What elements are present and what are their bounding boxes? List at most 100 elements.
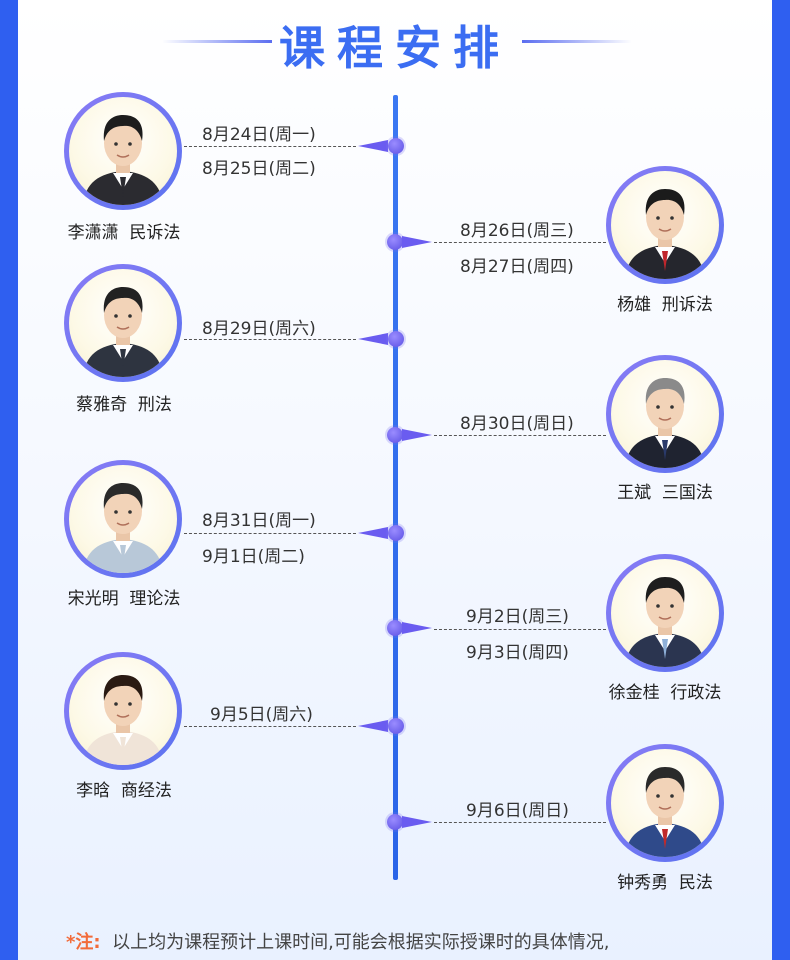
eye [656, 216, 660, 220]
eye [656, 405, 660, 409]
face [646, 383, 684, 429]
avatar [606, 554, 724, 672]
footnote-text: 以上均为课程预计上课时间,可能会根据实际授课时的具体情况, [112, 932, 610, 953]
face [104, 488, 142, 534]
timeline-node-icon [387, 234, 403, 250]
timeline-node-icon [387, 620, 403, 636]
timeline-node-icon [388, 331, 404, 347]
face [646, 582, 684, 628]
footnote-mark: *注: [66, 932, 101, 953]
tie [662, 251, 668, 271]
eye [656, 604, 660, 608]
date-label: 8月29日(周六) [202, 319, 316, 339]
connector-line [434, 629, 606, 630]
hair [103, 287, 143, 313]
teacher-name: 宋光明 理论法 [67, 589, 181, 609]
tie [120, 177, 126, 197]
page-title: 课程安排 [279, 21, 511, 75]
timeline-line [393, 95, 398, 880]
avatar [64, 652, 182, 770]
teacher-name: 李潇潇 民诉法 [67, 223, 181, 243]
teacher-name: 王斌 三国法 [617, 483, 713, 503]
pointer-arrow-icon [402, 622, 432, 634]
hair [103, 483, 143, 509]
mouth [658, 616, 672, 620]
hair [645, 378, 685, 404]
pointer-arrow-icon [358, 720, 388, 732]
tie [120, 737, 126, 757]
face [646, 194, 684, 240]
eye [114, 314, 118, 318]
eye [670, 405, 674, 409]
teacher-name: 蔡雅奇 刑法 [76, 395, 172, 415]
eye [128, 142, 132, 146]
date-label: 8月25日(周二) [202, 159, 316, 179]
avatar [64, 460, 182, 578]
hair [645, 577, 685, 603]
avatar [64, 92, 182, 210]
teacher-portrait [625, 767, 705, 857]
timeline-node-icon [388, 718, 404, 734]
tie [120, 349, 126, 369]
timeline-node-icon [388, 138, 404, 154]
pointer-arrow-icon [358, 527, 388, 539]
teacher-name: 杨雄 刑诉法 [617, 295, 713, 315]
teacher-portrait [83, 675, 163, 765]
date-label: 8月30日(周日) [460, 414, 574, 434]
pointer-arrow-icon [358, 140, 388, 152]
connector-line [434, 242, 606, 243]
connector-line [184, 146, 356, 147]
tie [662, 639, 668, 659]
date-label: 8月26日(周三) [460, 221, 574, 241]
date-label: 8月31日(周一) [202, 511, 316, 531]
pointer-arrow-icon [402, 236, 432, 248]
connector-line [434, 435, 606, 436]
eye [128, 510, 132, 514]
eye [128, 702, 132, 706]
teacher-portrait [83, 287, 163, 377]
date-label: 8月24日(周一) [202, 125, 316, 145]
teacher-portrait [83, 115, 163, 205]
face [104, 680, 142, 726]
connector-line [434, 822, 606, 823]
teacher-portrait [625, 577, 705, 667]
timeline-node-icon [387, 427, 403, 443]
mouth [116, 154, 130, 158]
mouth [658, 228, 672, 232]
face [646, 772, 684, 818]
eye [670, 604, 674, 608]
date-label: 9月3日(周四) [466, 643, 569, 663]
avatar [606, 166, 724, 284]
hair [103, 115, 143, 141]
eye [128, 314, 132, 318]
title-divider-left [162, 40, 272, 43]
avatar [64, 264, 182, 382]
eye [114, 142, 118, 146]
date-label: 9月5日(周六) [210, 705, 313, 725]
timeline-node-icon [387, 814, 403, 830]
connector-line [184, 533, 356, 534]
eye [670, 216, 674, 220]
mouth [658, 806, 672, 810]
footnote: *注: 以上均为课程预计上课时间,可能会根据实际授课时的具体情况, [66, 928, 610, 954]
date-label: 8月27日(周四) [460, 257, 574, 277]
eye [656, 794, 660, 798]
teacher-portrait [625, 189, 705, 279]
teacher-portrait [625, 378, 705, 468]
header: 课程安排 [0, 0, 790, 90]
pointer-arrow-icon [402, 429, 432, 441]
eye [114, 702, 118, 706]
face [104, 292, 142, 338]
date-label: 9月1日(周二) [202, 547, 305, 567]
eye [114, 510, 118, 514]
hair [103, 675, 143, 701]
teacher-name: 李晗 商经法 [76, 781, 172, 801]
connector-line [184, 339, 356, 340]
face [104, 120, 142, 166]
avatar [606, 744, 724, 862]
connector-line [184, 726, 356, 727]
teacher-name: 钟秀勇 民法 [617, 873, 713, 893]
mouth [116, 326, 130, 330]
pointer-arrow-icon [402, 816, 432, 828]
avatar [606, 355, 724, 473]
